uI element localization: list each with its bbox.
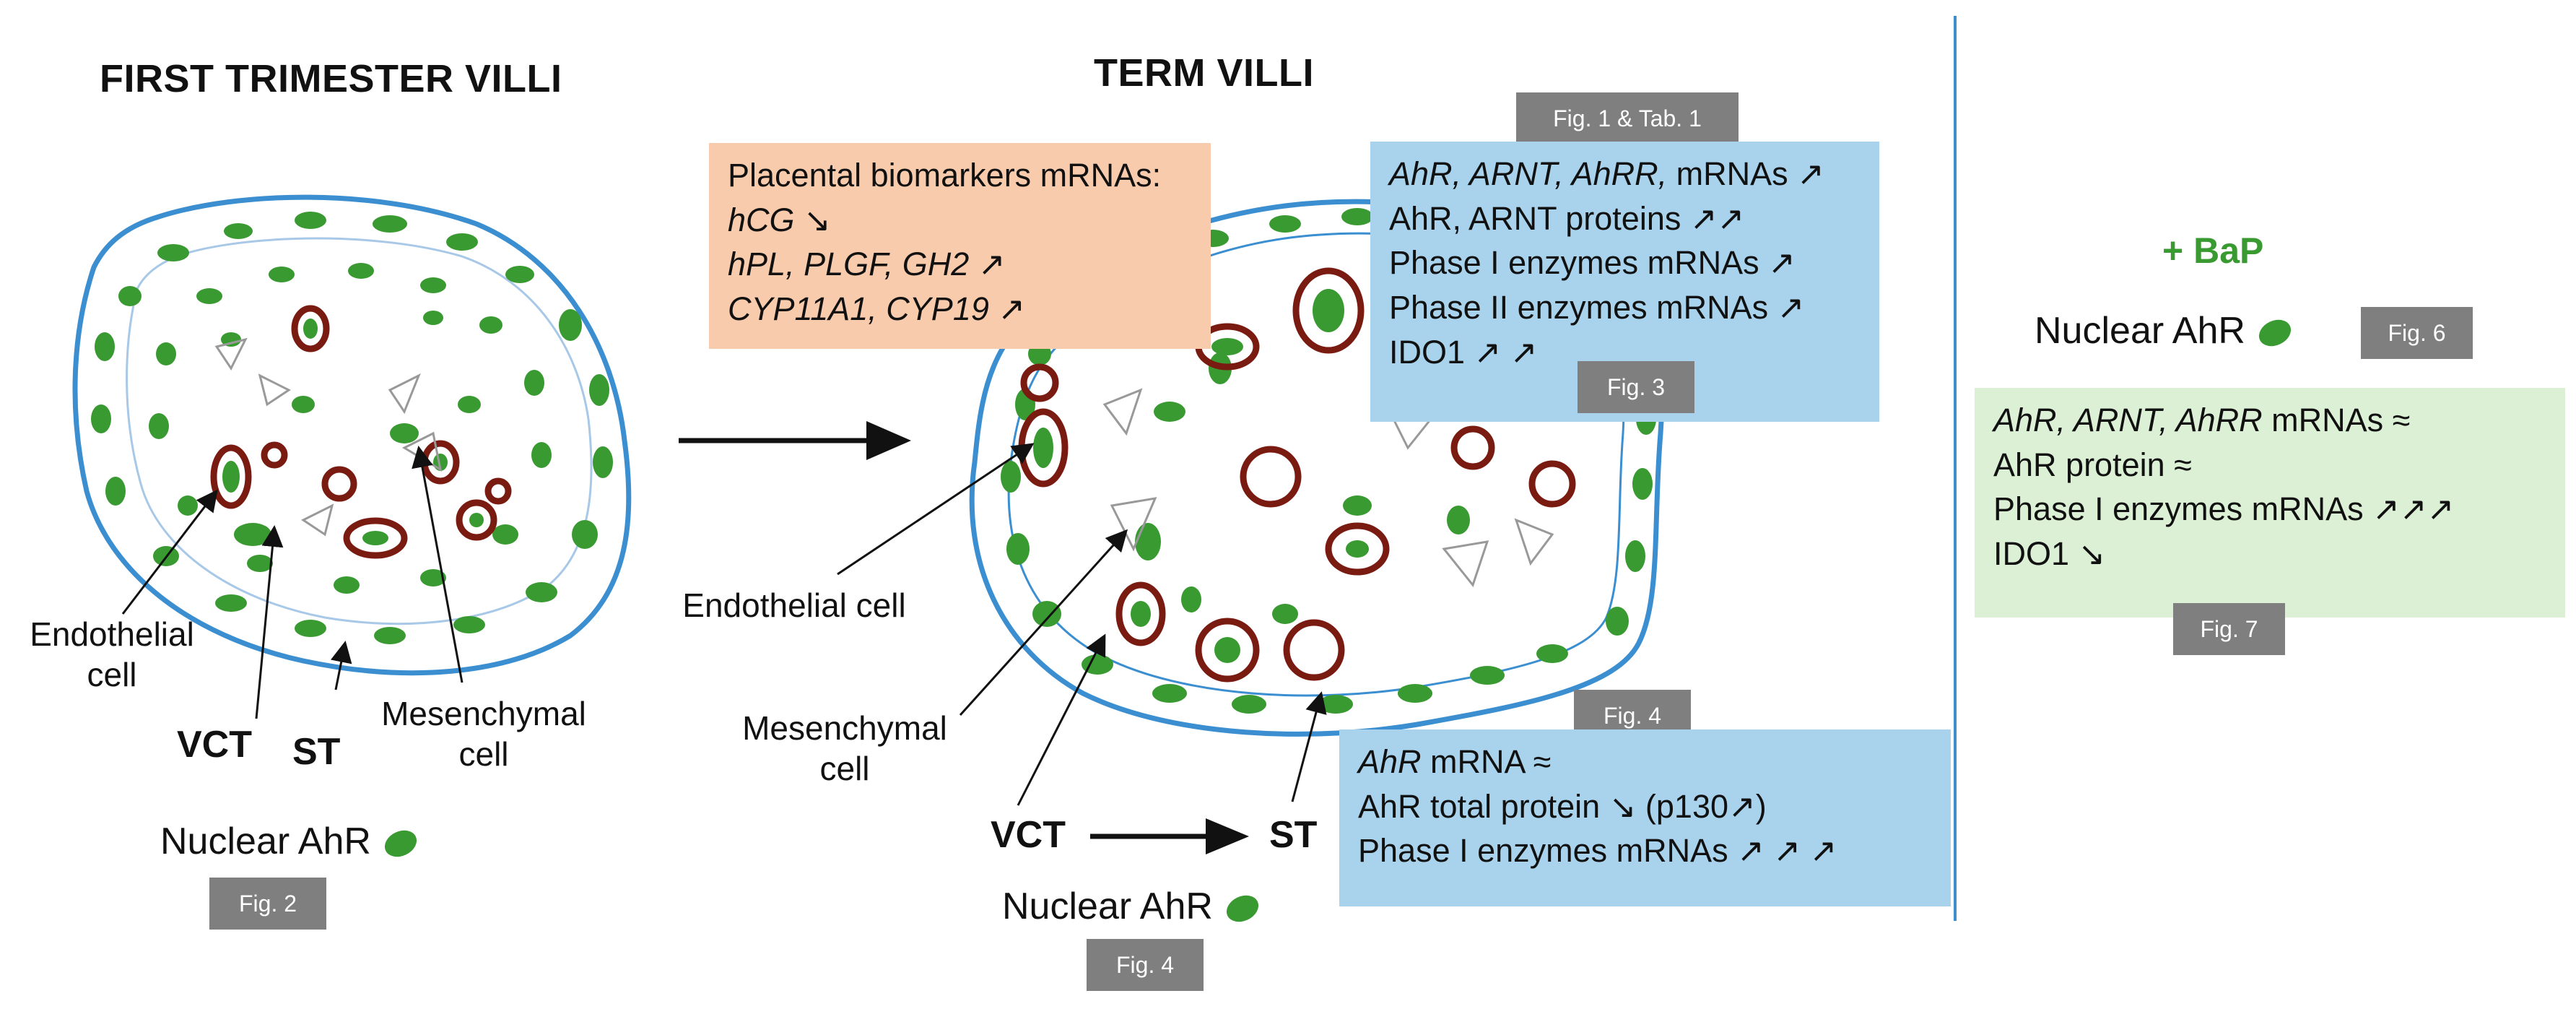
first-trimester-title: FIRST TRIMESTER VILLI — [100, 57, 562, 100]
fig-1-tab-1-badge[interactable]: Fig. 1 & Tab. 1 — [1516, 92, 1739, 144]
pointer-endothelial-2 — [837, 443, 1035, 576]
bap-line-phase1: Phase I enzymes mRNAs ↗↗↗ — [1993, 490, 2455, 528]
bap-line-protein: AhR protein ≈ — [1993, 446, 2192, 483]
pointer-st-2 — [1291, 691, 1327, 802]
pointer-vct-1 — [255, 525, 284, 719]
nuclear-ahr-term: Nuclear AhR — [1002, 885, 1263, 928]
nucleus-icon — [1222, 891, 1263, 927]
st-expression-box: AhR mRNA ≈ AhR total protein ↘ (p130↗) P… — [1339, 729, 1951, 906]
term-genes-rest: mRNAs ↗ — [1667, 155, 1824, 192]
nucleus-icon — [380, 826, 421, 862]
term-genes-italic: AhR, ARNT, AhRR, — [1389, 155, 1668, 192]
nucleus-icon — [2254, 315, 2295, 352]
bap-genes-italic: AhR, ARNT, AhRR — [1993, 402, 2263, 438]
label-endothelial-cell-term: Endothelial cell — [682, 586, 906, 624]
fig-4-badge-bottom[interactable]: Fig. 4 — [1087, 939, 1204, 991]
label-mesenchymal-cell-first: Mesenchymal cell — [381, 695, 586, 774]
term-line-proteins: AhR, ARNT proteins ↗↗ — [1389, 199, 1745, 237]
st-line-protein: AhR total protein ↘ (p130↗) — [1358, 787, 1767, 825]
label-mesenchymal-cell-term: Mesenchymal cell — [742, 709, 947, 788]
label-vct-first: VCT — [177, 724, 252, 766]
vct-to-st-arrow — [1090, 818, 1249, 854]
bap-line-mrnas: AhR, ARNT, AhRR mRNAs ≈ — [1993, 398, 2546, 443]
term-line-mrnas: AhR, ARNT, AhRR, mRNAs ↗ — [1389, 152, 1861, 196]
label-st-term: ST — [1269, 814, 1318, 856]
term-line-phase2: Phase II enzymes mRNAs ↗ — [1389, 288, 1805, 326]
st-gene-italic: AhR — [1358, 743, 1422, 780]
fig-7-badge[interactable]: Fig. 7 — [2173, 603, 2285, 655]
first-trimester-villus-illustration — [72, 194, 632, 676]
term-villi-title: TERM VILLI — [1094, 51, 1314, 95]
nuclear-ahr-term-label: Nuclear AhR — [1002, 885, 1213, 927]
label-st-first: ST — [292, 731, 341, 773]
st-line-phase1: Phase I enzymes mRNAs ↗ ↗ ↗ — [1358, 832, 1837, 870]
term-line-phase1: Phase I enzymes mRNAs ↗ — [1389, 244, 1796, 282]
term-line-ido1: IDO1 ↗ ↗ — [1389, 333, 1538, 371]
label-vct-term: VCT — [991, 814, 1066, 856]
st-gene-rest: mRNA ≈ — [1421, 743, 1552, 780]
fig-6-badge[interactable]: Fig. 6 — [2361, 307, 2473, 359]
pointer-mesenchymal-2 — [959, 529, 1128, 716]
bap-expression-box: AhR, ARNT, AhRR mRNAs ≈ AhR protein ≈ Ph… — [1975, 388, 2565, 618]
nuclear-ahr-first: Nuclear AhR — [160, 820, 421, 863]
pointer-endothelial-1 — [121, 489, 218, 615]
fig-2-badge[interactable]: Fig. 2 — [209, 878, 326, 930]
bap-title: + BaP — [2162, 230, 2264, 271]
nuclear-ahr-bap-label: Nuclear AhR — [2035, 310, 2245, 352]
bap-genes-rest: mRNAs ≈ — [2262, 402, 2411, 438]
biomarker-hcg: hCG ↘ — [728, 201, 831, 238]
nuclear-ahr-first-label: Nuclear AhR — [160, 820, 371, 862]
pointer-vct-2 — [1017, 633, 1106, 806]
progression-arrow — [679, 421, 911, 460]
nuclear-ahr-bap: Nuclear AhR — [2035, 309, 2295, 352]
biomarkers-heading: Placental biomarkers mRNAs: — [728, 157, 1162, 194]
pointer-mesenchymal-1 — [412, 446, 464, 683]
biomarker-cyp: CYP11A1, CYP19 ↗ — [728, 290, 1026, 327]
biomarker-hpl: hPL, PLGF, GH2 ↗ — [728, 246, 1006, 283]
bap-line-ido1: IDO1 ↘ — [1993, 534, 2106, 572]
pointer-st-1 — [330, 641, 352, 690]
label-endothelial-cell-first: Endothelial cell — [30, 615, 194, 694]
placental-biomarkers-box: Placental biomarkers mRNAs: hCG ↘ hPL, P… — [709, 143, 1211, 349]
st-line-mrna: AhR mRNA ≈ — [1358, 740, 1932, 784]
fig-3-badge[interactable]: Fig. 3 — [1578, 361, 1694, 413]
